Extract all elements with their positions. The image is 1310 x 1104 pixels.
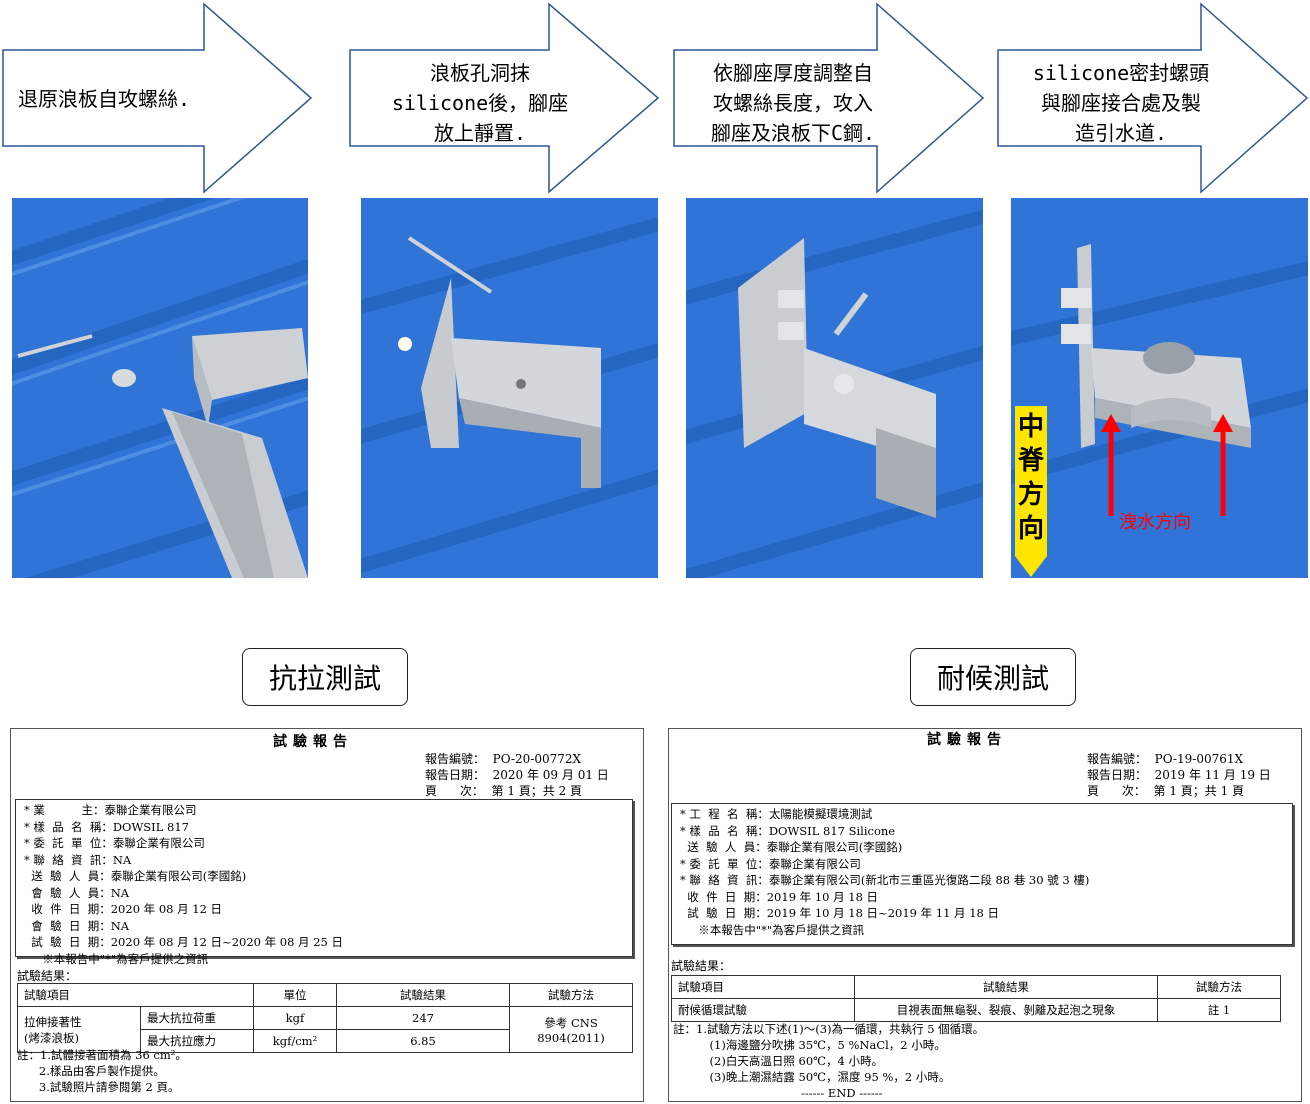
row-name: 最大抗拉荷重 — [140, 1006, 254, 1030]
photo-seal-and-drain: 中 脊 方 向 洩水方向 — [1011, 198, 1308, 578]
note-line: (3)晚上潮濕結露 50℃，濕度 95 %，2 小時。 — [673, 1070, 951, 1084]
info-line: ※本報告中"*"為客戶提供之資訊 — [680, 922, 865, 937]
note-line: 註：1.試驗方法以下述(1)～(3)為一循環，共執行 5 個循環。 — [673, 1022, 985, 1036]
test-method: 參考 CNS 8904(2011) — [509, 1006, 633, 1053]
photo-illustration — [361, 198, 658, 578]
arrow-shape — [349, 2, 660, 194]
table-row: 最大抗拉應力 kgf/cm² 6.85 — [18, 1029, 633, 1053]
info-line: * 樣 品 名 稱：DOWSIL 817 Silicone — [680, 823, 896, 838]
tensile-test-label: 抗拉測試 — [242, 648, 408, 706]
row-name: 最大抗拉應力 — [140, 1029, 254, 1053]
report-title: 試驗報告 — [273, 734, 353, 750]
note-line: 註：1.試體接著面積為 36 cm²。 — [17, 1048, 187, 1062]
test-item: 拉伸接著性 (烤漆浪板) — [17, 1006, 141, 1053]
info-line: * 樣 品 名 稱：DOWSIL 817 — [24, 819, 189, 834]
info-line: 收 件 日 期：2020 年 08 月 12 日 — [24, 902, 223, 916]
step-1-text: 退原浪板自攻螺絲. — [18, 87, 191, 111]
arrow-shape — [673, 2, 985, 194]
note-line: 3.試驗照片請參閱第 2 頁。 — [17, 1080, 180, 1094]
report-meta: 報告編號： PO-19-00761X 報告日期： 2019 年 11 月 19 … — [1087, 751, 1271, 799]
header-item: 試驗項目 — [17, 983, 254, 1007]
report-meta: 報告編號： PO-20-00772X 報告日期： 2020 年 09 月 01 … — [425, 751, 609, 799]
row-unit: kgf — [253, 1006, 337, 1030]
report-info-box: * 業 主：泰聯企業有限公司 * 樣 品 名 稱：DOWSIL 817 * 委 … — [15, 799, 633, 966]
header-result: 試驗結果 — [336, 983, 510, 1007]
report-date: 報告日期： 2019 年 11 月 19 日 — [1087, 768, 1271, 782]
header-method: 試驗方法 — [1157, 975, 1281, 999]
arrow-shape — [997, 2, 1309, 194]
ridge-char: 中 — [1017, 412, 1044, 442]
info-line: * 工 程 名 稱：太陽能模擬環境測試 — [680, 807, 873, 821]
photo-apply-silicone — [361, 198, 658, 578]
report-page: 頁 次： 第 1 頁；共 2 頁 — [425, 784, 583, 798]
report-number: 報告編號： PO-20-00772X — [425, 752, 582, 766]
info-line: 會 驗 日 期：NA — [24, 918, 130, 933]
report-date: 報告日期： 2020 年 09 月 01 日 — [425, 768, 609, 782]
photo-remove-screw — [12, 198, 308, 578]
info-line: 試 驗 日 期：2020 年 08 月 12 日~2020 年 08 月 25 … — [24, 935, 344, 949]
note-line: 2.樣品由客戶製作提供。 — [17, 1064, 165, 1078]
report-page: 頁 次： 第 1 頁；共 1 頁 — [1087, 784, 1245, 798]
header-result: 試驗結果 — [854, 975, 1158, 999]
report-info-box: * 工 程 名 稱：太陽能模擬環境測試 * 樣 品 名 稱：DOWSIL 817… — [671, 803, 1293, 945]
report-notes: 註：1.試體接著面積為 36 cm²。 2.樣品由客戶製作提供。 3.試驗照片請… — [17, 1047, 187, 1095]
note-line: (1)海邊鹽分吹拂 35℃，5 %NaCl，2 小時。 — [673, 1038, 946, 1052]
step-arrow-4: silicone密封螺頭 與腳座接合處及製 造引水道. — [997, 2, 1309, 194]
report-number: 報告編號： PO-19-00761X — [1087, 752, 1244, 766]
drain-direction-label: 洩水方向 — [1119, 512, 1191, 533]
ridge-direction-label: 中 脊 方 向 — [1017, 410, 1045, 546]
report-title: 試驗報告 — [927, 732, 1007, 748]
header-unit: 單位 — [253, 983, 337, 1007]
photo-illustration — [12, 198, 308, 578]
row-result: 目視表面無龜裂、裂痕、剝離及起泡之現象 — [854, 998, 1158, 1022]
step-arrow-3: 依腳座厚度調整自 攻螺絲長度，攻入 腳座及浪板下C鋼. — [673, 2, 985, 194]
step-3-text: 依腳座厚度調整自 攻螺絲長度，攻入 腳座及浪板下C鋼. — [710, 61, 876, 145]
weather-test-label: 耐候測試 — [910, 648, 1076, 706]
step-arrow-1: 退原浪板自攻螺絲. — [2, 2, 314, 194]
table-header-row: 試驗項目 試驗結果 試驗方法 — [671, 975, 1281, 999]
weather-test-report: 試驗報告 報告編號： PO-19-00761X 報告日期： 2019 年 11 … — [668, 728, 1302, 1102]
report-notes: 註：1.試驗方法以下述(1)～(3)為一循環，共執行 5 個循環。 (1)海邊鹽… — [673, 1021, 984, 1101]
step-arrow-2: 浪板孔洞抹 silicone後，腳座 放上靜置. — [349, 2, 661, 194]
photo-illustration — [1011, 198, 1308, 578]
arrow-shape — [2, 2, 313, 194]
photo-illustration — [686, 198, 983, 578]
ridge-char: 向 — [1017, 514, 1044, 544]
drain-arrows — [1101, 414, 1233, 516]
row-value: 247 — [336, 1006, 510, 1030]
info-line: * 委 託 單 位：泰聯企業有限公司 — [24, 836, 205, 850]
table-row: 耐候循環試驗 目視表面無龜裂、裂痕、剝離及起泡之現象 註 1 — [671, 998, 1281, 1022]
info-line: 送 驗 人 員：泰聯企業有限公司(李國銘) — [24, 869, 247, 883]
row-value: 6.85 — [336, 1029, 510, 1053]
step-2-text: 浪板孔洞抹 silicone後，腳座 放上靜置. — [391, 61, 569, 145]
info-line: 送 驗 人 員：泰聯企業有限公司(李國銘) — [680, 840, 903, 854]
note-line: (2)白天高溫日照 60℃，4 小時。 — [673, 1054, 883, 1068]
note-line: ------ END ------ — [673, 1086, 883, 1100]
tensile-test-report: 試驗報告 報告編號： PO-20-00772X 報告日期： 2020 年 09 … — [10, 728, 644, 1102]
info-line: * 聯 絡 資 訊：NA — [24, 852, 132, 867]
weather-results-table: 試驗項目 試驗結果 試驗方法 耐候循環試驗 目視表面無龜裂、裂痕、剝離及起泡之現… — [671, 975, 1281, 1022]
results-label: 試驗結果： — [17, 969, 78, 983]
table-header-row: 試驗項目 單位 試驗結果 試驗方法 — [17, 983, 633, 1007]
info-line: ※本報告中"*"為客戶提供之資訊 — [24, 951, 209, 966]
row-method: 註 1 — [1157, 998, 1281, 1022]
photo-drive-screw — [686, 198, 983, 578]
ridge-direction-arrow — [1015, 406, 1047, 577]
ridge-char: 脊 — [1017, 446, 1044, 476]
info-line: * 委 託 單 位：泰聯企業有限公司 — [680, 856, 861, 871]
ridge-char: 方 — [1017, 480, 1044, 510]
row-unit: kgf/cm² — [253, 1029, 337, 1053]
row-name: 耐候循環試驗 — [671, 998, 855, 1022]
info-line: 收 件 日 期：2019 年 10 月 18 日 — [680, 889, 879, 904]
header-method: 試驗方法 — [509, 983, 633, 1007]
info-line: * 業 主：泰聯企業有限公司 — [24, 803, 197, 817]
info-line: 會 驗 人 員：NA — [24, 885, 130, 900]
header-item: 試驗項目 — [671, 975, 855, 999]
table-row: 拉伸接著性 (烤漆浪板) 最大抗拉荷重 kgf 247 參考 CNS 8904(… — [17, 1006, 633, 1053]
info-line: 試 驗 日 期：2019 年 10 月 18 日~2019 年 11 月 18 … — [680, 906, 1000, 920]
tensile-results-table: 試驗項目 單位 試驗結果 試驗方法 拉伸接著性 (烤漆浪板) 最大抗拉荷重 kg… — [17, 983, 633, 1053]
info-line: * 聯 絡 資 訊：泰聯企業有限公司(新北市三重區光復路二段 88 巷 30 號… — [680, 873, 1090, 887]
step-4-text: silicone密封螺頭 與腳座接合處及製 造引水道. — [1032, 61, 1210, 145]
results-label: 試驗結果： — [671, 959, 732, 973]
